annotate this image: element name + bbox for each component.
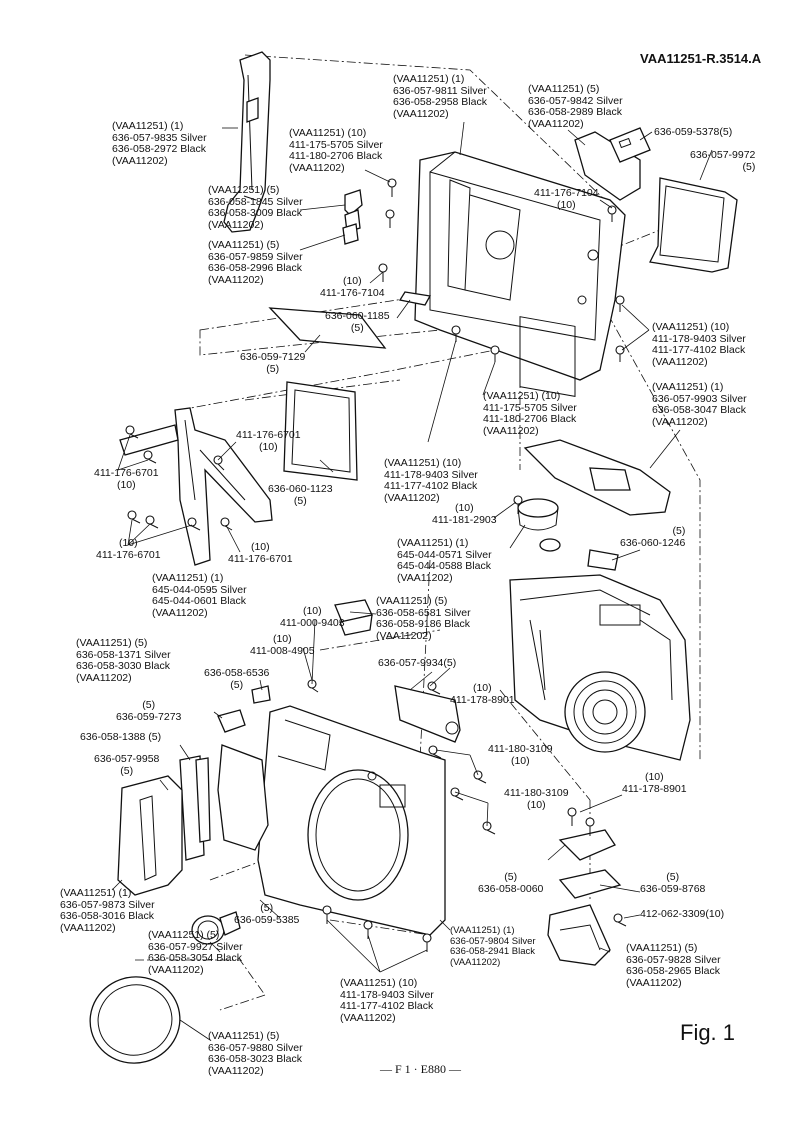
label-part-636-057-9958: 636-057-9958(5)	[94, 753, 160, 777]
lens-ring	[89, 976, 181, 1064]
rear-cover-body	[414, 151, 626, 397]
page-footer: — F 1 · E880 —	[380, 1062, 461, 1076]
label-part-636-059-5385: (5)636-059-5385	[234, 902, 300, 926]
label-screw-411-178-8901-right: (10)411-178-8901	[622, 771, 687, 795]
screws	[125, 178, 627, 952]
label-screw-411-176-6701-br: (10)411-176-6701	[228, 541, 293, 565]
label-part-636-059-5378: 636-059-5378(5)	[654, 126, 733, 138]
label-part-636-058-1388: 636-058-1388 (5)	[80, 731, 162, 743]
label-part-636-058-0060: (5)636-058-0060	[478, 871, 544, 895]
top-cover	[517, 439, 671, 571]
drawing-reference: VAA11251-R.3514.A	[640, 51, 762, 66]
grip-strap-part	[223, 51, 271, 233]
label-part-636-060-1246: (5)636-060-1246	[620, 525, 686, 549]
frame-bracket	[119, 407, 273, 566]
label-part-636-057-9972: 636-057-9972(5)	[690, 149, 756, 173]
label-screw-411-176-6701-bl: (10)411-176-6701	[96, 537, 161, 561]
label-part-636-060-1185: 636-060-1185(5)	[325, 310, 390, 334]
figure-label: Fig. 1	[680, 1020, 736, 1045]
label-screw-411-176-6701-top: 411-176-6701(10)	[236, 429, 301, 453]
grip	[117, 775, 183, 896]
strap-lug-and-sheet	[179, 685, 271, 861]
rear-button-cover	[574, 127, 738, 273]
lcd-window	[283, 381, 358, 481]
lens-cap-small	[191, 911, 241, 945]
label-part-636-057-9934: 636-057-9934(5)	[378, 657, 457, 669]
label-part-636-059-8768: (5)636-059-8768	[640, 871, 706, 895]
label-part-636-059-7129: 636-059-7129(5)	[240, 351, 306, 375]
front-cover	[257, 705, 446, 936]
flash-cover	[334, 599, 461, 743]
label-spring-411-008-4905: (10)411-008-4905	[250, 633, 315, 657]
label-screw-411-181-2903: (10)411-181-2903	[432, 502, 497, 526]
label-screw-411-180-3109-b: 411-180-3109(10)	[504, 787, 569, 811]
side-buttons	[342, 189, 363, 245]
label-screw-411-176-6701-left: 411-176-6701(10)	[94, 467, 159, 491]
label-screw-411-176-7104-left: (10)411-176-7104	[320, 275, 385, 299]
label-screw-411-178-8901-top: (10)411-178-8901	[450, 682, 515, 706]
label-screw-411-000-9403: (10)411-000-9403	[280, 605, 345, 629]
label-part-636-059-7273: (5)636-059-7273	[116, 699, 182, 723]
label-screw-411-180-3109-a: 411-180-3109(10)	[488, 743, 553, 767]
label-screw-411-176-7104-right: 411-176-7104(10)	[534, 187, 599, 211]
label-part-636-060-1123: 636-060-1123(5)	[268, 483, 333, 507]
label-part-636-058-6536: 636-058-6536(5)	[204, 667, 270, 691]
label-screw-412-062-3309: 412-062-3309(10)	[640, 908, 725, 920]
small-pads	[268, 291, 432, 349]
leader-lines	[111, 121, 713, 1041]
camera-chassis	[509, 574, 691, 761]
